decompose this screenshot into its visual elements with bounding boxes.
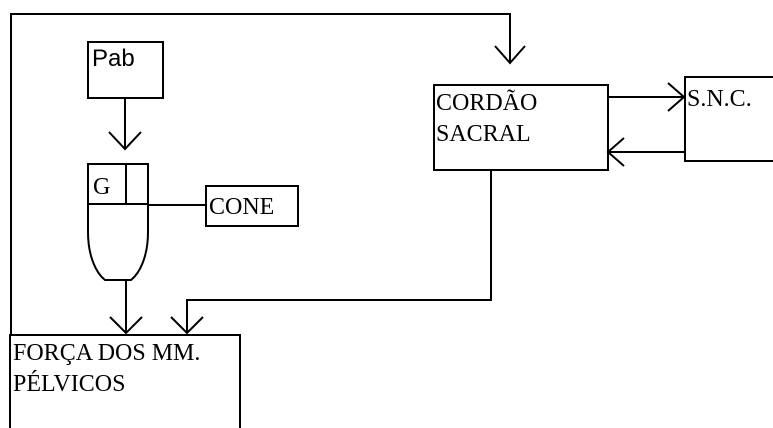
pab-label: Pab	[92, 45, 135, 72]
cone-label: CONE	[209, 194, 274, 220]
bladder-shape	[88, 204, 148, 280]
g-label: G	[93, 174, 110, 200]
forca-line1: FORÇA DOS MM.	[13, 340, 200, 366]
snc-label: S.N.C.	[687, 86, 752, 112]
forca-line2: PÉLVICOS	[13, 371, 125, 397]
cordao-sacral-line2: SACRAL	[436, 121, 531, 147]
cordao-sacral-line1: CORDÃO	[436, 90, 537, 116]
feedback-loop-line	[11, 14, 510, 335]
